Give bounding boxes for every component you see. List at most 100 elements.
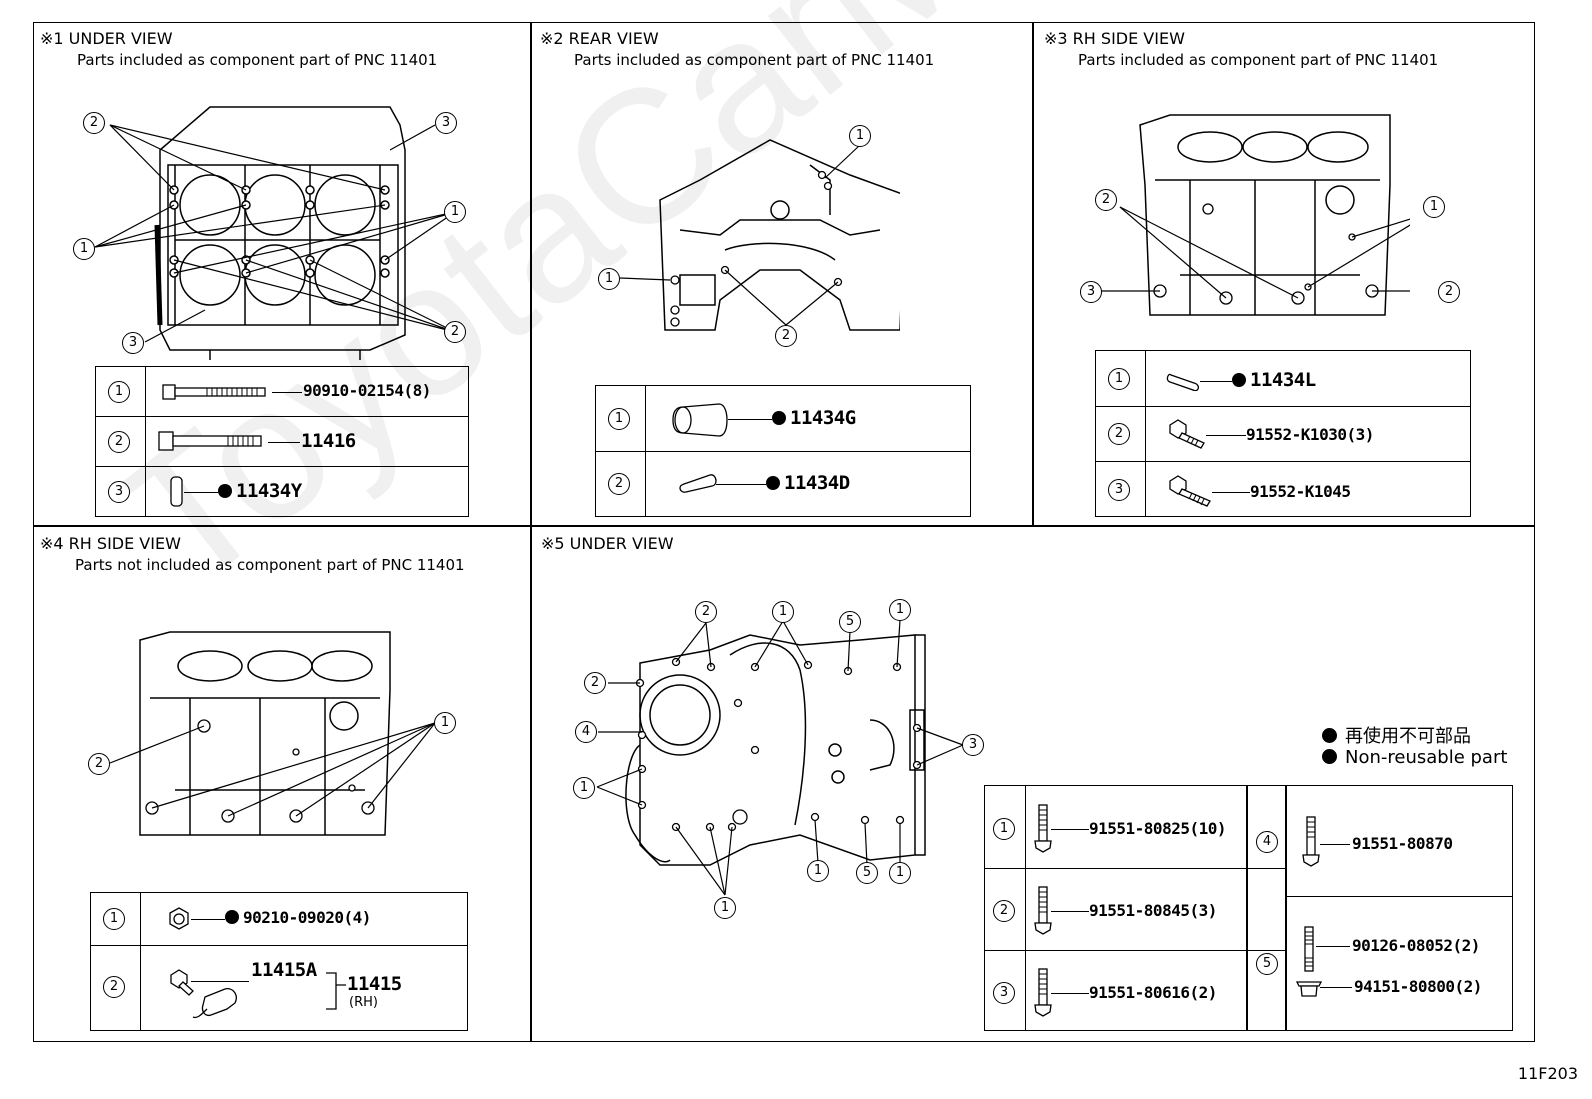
- table-row: [96, 416, 468, 467]
- leader-line: [191, 981, 249, 983]
- p5-num-divider-right: [1285, 785, 1287, 1031]
- p5-row3-num: 3: [993, 982, 1015, 1004]
- p5-row4-num: 4: [1256, 831, 1278, 853]
- panel1-title: ※1 UNDER VIEW: [40, 29, 173, 48]
- p1-row3-num: 3: [108, 481, 130, 503]
- divider-v2: [1032, 22, 1034, 526]
- p4-num-column: [91, 893, 141, 1030]
- p2-row1-num: 1: [608, 408, 630, 430]
- p3-callout-3: 3: [1080, 281, 1102, 303]
- large-dowel-icon: [672, 403, 728, 437]
- p2-callout-2: 2: [775, 325, 797, 347]
- non-reusable-dot-icon: [1232, 373, 1246, 387]
- illustration-code: 11F203: [1517, 1064, 1578, 1083]
- leader-line: [1200, 381, 1232, 383]
- divider-v1: [530, 22, 532, 1042]
- p5-row2-part: 91551-80845(3): [1089, 901, 1217, 920]
- panel4-parts-table: 1 2 90210-09020(4) 11415A 11415 (RH): [90, 892, 468, 1031]
- panel4-engine-side-drawing: [109, 631, 436, 836]
- leader-line: [191, 919, 225, 921]
- non-reusable-dot-icon: [766, 476, 780, 490]
- p4-callout-2: 2: [88, 753, 110, 775]
- table-row: [596, 451, 970, 518]
- nut-icon: [169, 907, 189, 930]
- short-flange-bolt-icon: [1169, 419, 1205, 449]
- panel5-parts-table-left: 1 2 3 91551-80825(10) 91551-80845(3) 915…: [984, 785, 1287, 1031]
- p1-row1-part: 90910-02154(8): [303, 381, 431, 400]
- p2-row1-part: 11434G: [772, 407, 856, 429]
- p4-callout-1: 1: [434, 712, 456, 734]
- p5-row1-part: 91551-80825(10): [1089, 819, 1227, 838]
- p5-row2-num: 2: [993, 900, 1015, 922]
- legend-jp: 再使用不可部品: [1322, 722, 1471, 748]
- table-row: [1096, 406, 1470, 462]
- p1-num-column: [96, 367, 146, 516]
- panel5-oil-pan-drawing: [596, 619, 964, 896]
- p1-callout-2-top: 2: [83, 112, 105, 134]
- p1-callout-3-top: 3: [435, 112, 457, 134]
- flange-bolt-vertical-icon: [1302, 816, 1320, 867]
- p2-callout-1-left: 1: [598, 268, 620, 290]
- p5-callout-5-bottom: 5: [856, 862, 878, 884]
- p5-table-divider: [1246, 785, 1248, 1031]
- drain-cock-icon: [170, 969, 237, 1019]
- panel2-title: ※2 REAR VIEW: [540, 29, 659, 48]
- table-row: [1286, 896, 1512, 1032]
- panel2-subtitle: Parts included as component part of PNC …: [574, 51, 935, 69]
- panel2-parts-table: 1 2 11434G 11434D: [595, 385, 971, 517]
- p4-row2-part: 11415A: [251, 959, 317, 981]
- panel1-subtitle: Parts included as component part of PNC …: [77, 51, 438, 69]
- p3-row2-num: 2: [1108, 423, 1130, 445]
- non-reusable-dot-icon: [225, 910, 239, 924]
- table-row: [96, 466, 468, 517]
- p1-callout-3-bottom: 3: [122, 332, 144, 354]
- leader-line: [1051, 829, 1089, 831]
- p5-row5-part-a: 90126-08052(2): [1352, 936, 1480, 955]
- non-reusable-dot-icon: [218, 484, 232, 498]
- p5-callout-1-topright: 1: [889, 599, 911, 621]
- leader-line: [1206, 435, 1246, 437]
- panel4-subtitle: Parts not included as component part of …: [75, 556, 465, 574]
- p5-callout-3: 3: [962, 734, 984, 756]
- p4-row2-num: 2: [103, 976, 125, 998]
- panel1-engine-block-drawing: [94, 106, 456, 360]
- leader-line: [268, 442, 300, 444]
- legend-en: Non-reusable part: [1322, 747, 1507, 768]
- p5-row3-part: 91551-80616(2): [1089, 983, 1217, 1002]
- p1-row1-num: 1: [108, 381, 130, 403]
- panel3-engine-side-drawing: [1100, 114, 1410, 316]
- p1-callout-1-right: 1: [444, 201, 466, 223]
- p3-row1-num: 1: [1108, 368, 1130, 390]
- p5-row5-num: 5: [1256, 953, 1278, 975]
- p1-row2-num: 2: [108, 431, 130, 453]
- p5-callout-2-left: 2: [584, 672, 606, 694]
- assembly-bracket: [326, 972, 346, 1010]
- p5-callout-4: 4: [575, 721, 597, 743]
- leader-line: [184, 492, 218, 494]
- panel2-engine-rear-drawing: [619, 139, 900, 331]
- p5-callout-1-top: 1: [772, 601, 794, 623]
- leader-line: [716, 484, 766, 486]
- p5-callout-2-top: 2: [695, 601, 717, 623]
- panel1-parts-table: 1 2 3 90910-02154(8) 11416 11434Y: [95, 366, 469, 517]
- p3-row3-num: 3: [1108, 479, 1130, 501]
- p1-row3-part: 11434Y: [218, 480, 302, 502]
- non-reusable-dot-icon: [1322, 728, 1337, 743]
- p4-row1-part: 90210-09020(4): [225, 908, 371, 927]
- table-row: [1096, 461, 1470, 518]
- p5-row5-part-b: 94151-80800(2): [1354, 977, 1482, 996]
- leader-line: [1051, 993, 1089, 995]
- panel3-parts-table: 1 2 3 11434L 91552-K1030(3) 91552-K1045: [1095, 350, 1471, 517]
- panel4-title: ※4 RH SIDE VIEW: [40, 534, 181, 553]
- pin-icon: [1166, 373, 1200, 391]
- head-bolt-icon: [158, 431, 262, 451]
- p2-callout-1-top: 1: [849, 125, 871, 147]
- p5-num-column-left: [985, 786, 1026, 1030]
- p3-callout-2-left: 2: [1095, 189, 1117, 211]
- leader-line: [728, 419, 772, 421]
- p4-row2-assembly-note: (RH): [349, 995, 378, 1010]
- flange-nut-icon: [1296, 981, 1322, 997]
- panel3-title: ※3 RH SIDE VIEW: [1044, 29, 1185, 48]
- p3-row3-part: 91552-K1045: [1250, 482, 1351, 501]
- p3-row2-part: 91552-K1030(3): [1246, 425, 1374, 444]
